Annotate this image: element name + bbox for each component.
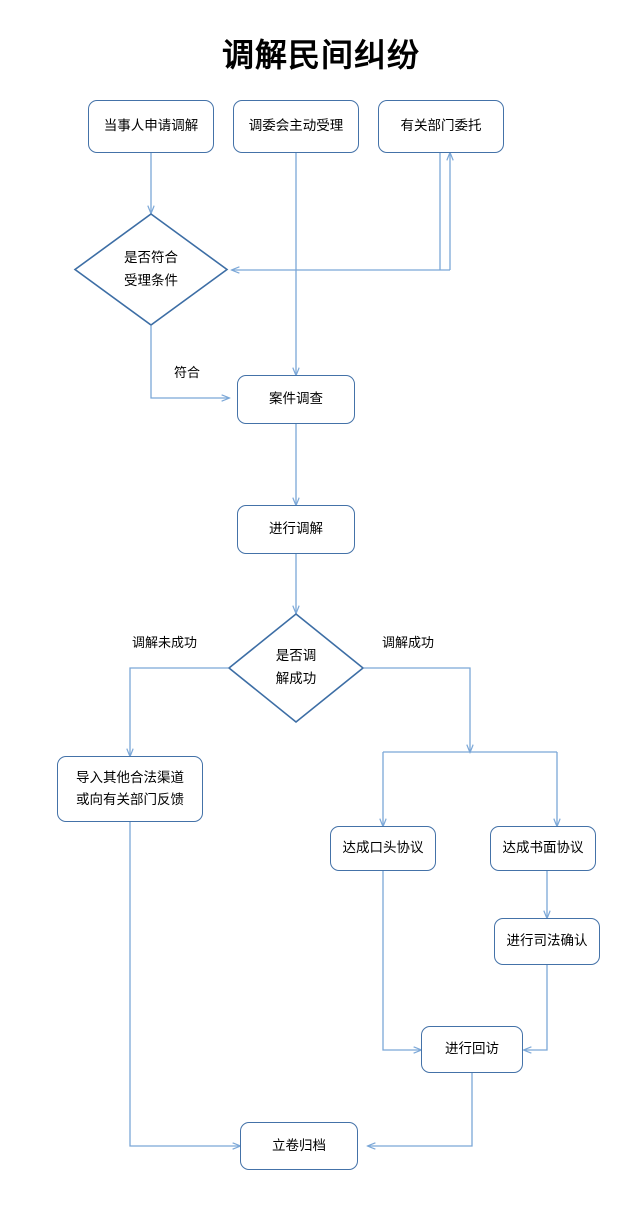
node-other-channel-line1: 导入其他合法渠道 xyxy=(76,769,184,785)
node-committee-label: 调委会主动受理 xyxy=(248,118,344,134)
edge-label-mediation-failed: 调解未成功 xyxy=(132,635,198,650)
node-apply[interactable]: 当事人申请调解 xyxy=(88,100,214,153)
decision-accept-line1: 是否符合 xyxy=(124,249,178,265)
node-oral-agreement[interactable]: 达成口头协议 xyxy=(330,826,436,871)
node-other-channel[interactable]: 导入其他合法渠道 或向有关部门反馈 xyxy=(57,756,203,822)
node-archive-label: 立卷归档 xyxy=(272,1137,326,1153)
decision-accept-line2: 受理条件 xyxy=(124,272,178,288)
node-investigate-label: 案件调查 xyxy=(269,391,323,407)
edge-oral-to-followup xyxy=(382,871,421,1050)
edge-label-qualified: 符合 xyxy=(174,365,201,380)
node-decision-success[interactable]: 是否调 解成功 xyxy=(227,612,365,724)
node-other-channel-line2: 或向有关部门反馈 xyxy=(76,792,184,807)
node-mediate[interactable]: 进行调解 xyxy=(237,505,355,554)
node-decision-accept[interactable]: 是否符合 受理条件 xyxy=(73,213,229,326)
edge-label-mediation-succeeded: 调解成功 xyxy=(382,635,435,650)
edge-success-down xyxy=(364,667,470,752)
decision-success-line2: 解成功 xyxy=(275,671,317,686)
node-follow-up[interactable]: 进行回访 xyxy=(421,1026,523,1073)
node-department-label: 有关部门委托 xyxy=(400,118,482,134)
node-written-agreement-label: 达成书面协议 xyxy=(502,840,584,856)
edge-followup-to-archive xyxy=(368,1073,473,1146)
node-archive[interactable]: 立卷归档 xyxy=(240,1122,358,1170)
node-follow-up-label: 进行回访 xyxy=(445,1041,499,1057)
node-mediate-label: 进行调解 xyxy=(269,521,323,537)
node-department[interactable]: 有关部门委托 xyxy=(378,100,504,153)
page-title: 调解民间纠纷 xyxy=(221,37,420,73)
node-oral-agreement-label: 达成口头协议 xyxy=(342,840,424,856)
decision-success-line1: 是否调 xyxy=(275,648,317,664)
node-judicial-confirm-label: 进行司法确认 xyxy=(506,933,588,949)
edge-failed-to-other-channel xyxy=(130,667,228,756)
edge-other-channel-to-archive xyxy=(129,822,240,1146)
edge-judicial-to-followup xyxy=(524,965,548,1050)
node-committee[interactable]: 调委会主动受理 xyxy=(233,100,359,153)
node-apply-label: 当事人申请调解 xyxy=(103,118,199,134)
node-judicial-confirm[interactable]: 进行司法确认 xyxy=(494,918,600,965)
node-written-agreement[interactable]: 达成书面协议 xyxy=(490,826,596,871)
node-investigate[interactable]: 案件调查 xyxy=(237,375,355,424)
